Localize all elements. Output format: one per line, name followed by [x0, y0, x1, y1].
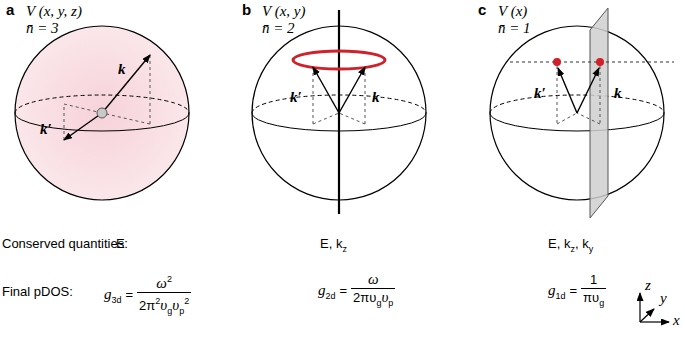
formula-token: υ	[160, 297, 167, 313]
row-heading: Final pDOS:	[2, 284, 73, 299]
axis-label: z	[645, 277, 651, 293]
fraction: 1πυg	[581, 272, 606, 311]
row-heading-group: Final pDOS:	[2, 284, 73, 299]
conserved-quantity: E	[116, 236, 125, 251]
vector-label-group: k′	[40, 122, 52, 137]
fraction: ω22π2υgυp2	[137, 272, 191, 319]
axis-label-group: y	[660, 291, 667, 306]
vector-label-group: k′	[290, 90, 302, 105]
formula-token: =	[126, 287, 134, 302]
formula-token: =	[340, 283, 348, 298]
sphere-a	[15, 26, 189, 200]
formula-token: g	[548, 282, 556, 298]
formula-token: p	[179, 306, 184, 316]
formula-token: 2πυ	[353, 290, 376, 305]
formula-token: υ	[381, 289, 388, 305]
conserved-quantity-group: E, kz, ky	[548, 236, 593, 257]
vector-label: k′	[40, 121, 52, 137]
sphere-c	[490, 8, 674, 218]
vector-label-group: k	[118, 62, 126, 77]
denominator: 2πυgυp	[351, 288, 395, 311]
panel-letter: c	[478, 1, 486, 18]
potential-label: V (x, y, z)	[26, 3, 82, 19]
panel-letter: b	[242, 1, 251, 18]
potential-label: V (x, y)	[262, 3, 305, 19]
formula-token-group: g1d=1πυg	[548, 272, 606, 311]
vector-label: k′	[534, 85, 546, 101]
panel-letter-group: b	[242, 2, 251, 18]
dimension-label-group: n̄ = 2	[262, 21, 295, 36]
vector-label: k	[372, 89, 380, 105]
formula-token: g	[376, 298, 381, 308]
denominator: 2π2υgυp2	[137, 292, 191, 319]
potential-label-group: V (x)	[498, 4, 527, 19]
row-heading-group: Conserved quantities:	[2, 236, 128, 251]
numerator: ω2	[137, 272, 191, 292]
formula-token: g	[599, 298, 604, 308]
dimension-label: n̄ = 3	[26, 20, 59, 36]
formula-token: =	[570, 283, 578, 298]
axis-label: y	[660, 290, 667, 306]
axis-label-group: z	[645, 278, 651, 293]
panel-letter: a	[6, 1, 14, 18]
conserved-quantity: E, k	[548, 236, 570, 251]
dimension-label: n̄ = 2	[262, 20, 295, 36]
sphere-b	[252, 10, 426, 214]
formula-token: 2	[167, 274, 172, 284]
numerator: ω	[351, 272, 395, 288]
formula-token: υ	[172, 297, 179, 313]
row-heading: Conserved quantities:	[2, 236, 128, 251]
formula-token: g	[318, 282, 326, 298]
formula-token: πυ	[583, 290, 599, 305]
vector-label: k′	[290, 89, 302, 105]
conserved-quantity: y	[589, 244, 594, 254]
formula-token: ω	[156, 275, 167, 291]
conserved-quantity-group: E	[116, 236, 125, 251]
formula-token: g	[104, 286, 112, 302]
conserved-quantity: z	[342, 244, 347, 254]
vector-label-group: k	[614, 86, 622, 101]
dimension-label-group: n̄ = 1	[498, 21, 531, 36]
vector-label-group: k′	[534, 86, 546, 101]
formula-token-group: g2d=ω2πυgυp	[318, 272, 395, 311]
panel-letter-group: c	[478, 2, 486, 18]
dimension-label: n̄ = 1	[498, 20, 531, 36]
conserved-quantity: E, k	[320, 236, 342, 251]
formula-token: g	[167, 306, 172, 316]
formula-token: 2d	[326, 291, 336, 301]
formula-token: 1	[590, 272, 597, 287]
conserved-quantity: , k	[575, 236, 589, 251]
formula-token: 2	[155, 296, 160, 306]
potential-label: V (x)	[498, 3, 527, 19]
potential-label-group: V (x, y, z)	[26, 4, 82, 19]
formula-token-group: g3d=ω22π2υgυp2	[104, 272, 191, 319]
formula-token: 3d	[112, 295, 122, 305]
axis-label-group: x	[673, 313, 680, 328]
formula-token: ω	[368, 271, 379, 287]
panel-letter-group: a	[6, 2, 14, 18]
potential-label-group: V (x, y)	[262, 4, 305, 19]
formula-token: 1d	[556, 291, 566, 301]
fraction: ω2πυgυp	[351, 272, 395, 311]
conserved-quantity: z	[570, 244, 575, 254]
conserved-quantity-group: E, kz	[320, 236, 347, 257]
dimension-label-group: n̄ = 3	[26, 21, 59, 36]
formula-token: 2	[184, 296, 189, 306]
numerator: 1	[581, 272, 606, 288]
vector-label: k	[118, 61, 126, 77]
axis-label: x	[673, 312, 680, 328]
denominator: πυg	[581, 288, 606, 311]
formula-token: 2π	[139, 298, 155, 313]
formula-token: p	[388, 298, 393, 308]
vector-label-group: k	[372, 90, 380, 105]
vector-label: k	[614, 85, 622, 101]
